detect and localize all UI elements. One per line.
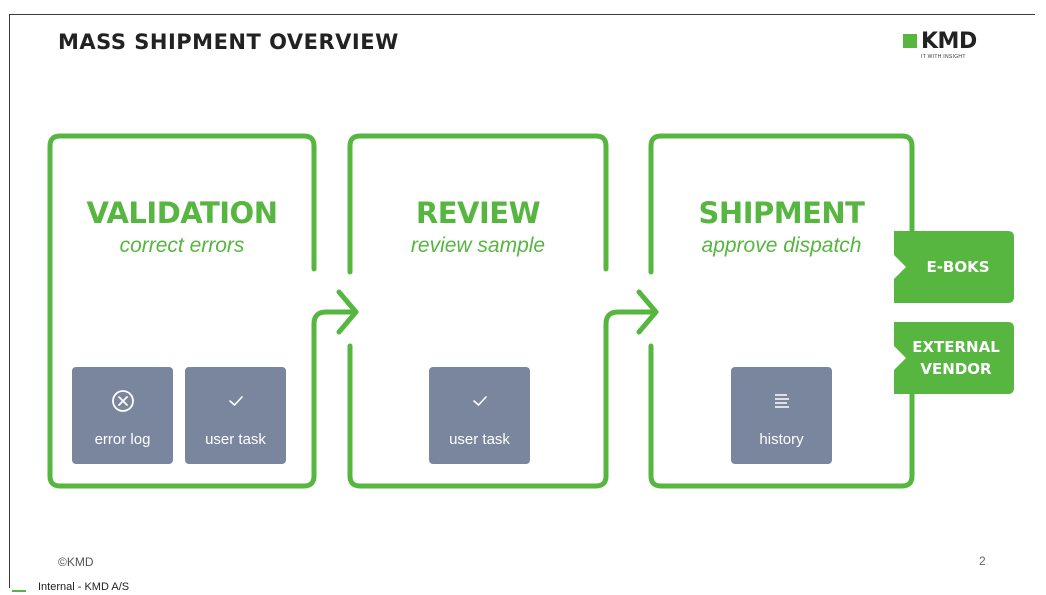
stage-validation-heading: VALIDATION correct errors — [50, 196, 314, 258]
review-box-lower — [347, 309, 658, 489]
stage-name: SHIPMENT — [698, 196, 865, 230]
checkmark-icon — [429, 389, 530, 413]
tile-label: history — [759, 431, 804, 448]
kmd-logo: KMD IT WITH INSIGHT — [903, 29, 993, 72]
validation-box — [47, 133, 358, 489]
stage-name: VALIDATION — [86, 196, 278, 230]
tile-label: error log — [94, 431, 151, 448]
slide — [9, 14, 1035, 588]
arrow-to-review — [336, 289, 359, 335]
logo-tagline: IT WITH INSIGHT — [921, 54, 966, 60]
circle-x-icon — [72, 389, 173, 413]
tile-history: history — [731, 367, 832, 464]
stage-review-heading: REVIEW review sample — [350, 196, 606, 258]
channel-e-boks — [894, 231, 1014, 303]
tile-user-task: user task — [185, 367, 286, 464]
stage-name: REVIEW — [415, 196, 541, 230]
shipment-box — [648, 133, 915, 275]
copyright: ©KMD — [58, 555, 94, 569]
review-box — [347, 133, 609, 275]
stage-subtitle: approve dispatch — [701, 234, 862, 257]
lines-icon — [731, 389, 832, 413]
stage-subtitle: correct errors — [119, 234, 245, 257]
logo-square-icon — [903, 34, 917, 48]
channel-external-vendor-label: EXTERNAL VENDOR — [912, 338, 1000, 378]
classification-label: Internal - KMD A/S — [38, 581, 130, 593]
logo-wordmark: KMD — [921, 29, 977, 54]
tile-error-log: error log — [72, 367, 173, 464]
tile-user-task: user task — [429, 367, 530, 464]
classification-mark — [12, 590, 26, 592]
shipment-box-lower — [648, 343, 915, 489]
channel-external-vendor — [894, 322, 1014, 394]
checkmark-icon — [185, 389, 286, 413]
tile-label: user task — [449, 431, 510, 448]
channel-e-boks-label: E-BOKS — [926, 258, 990, 276]
stage-shipment-heading: SHIPMENT approve dispatch — [651, 196, 912, 258]
stage-subtitle: review sample — [410, 234, 546, 257]
slide-title: MASS SHIPMENT OVERVIEW — [58, 30, 399, 54]
page-number: 2 — [979, 554, 986, 568]
arrow-to-shipment — [636, 289, 659, 335]
tile-label: user task — [205, 431, 266, 448]
